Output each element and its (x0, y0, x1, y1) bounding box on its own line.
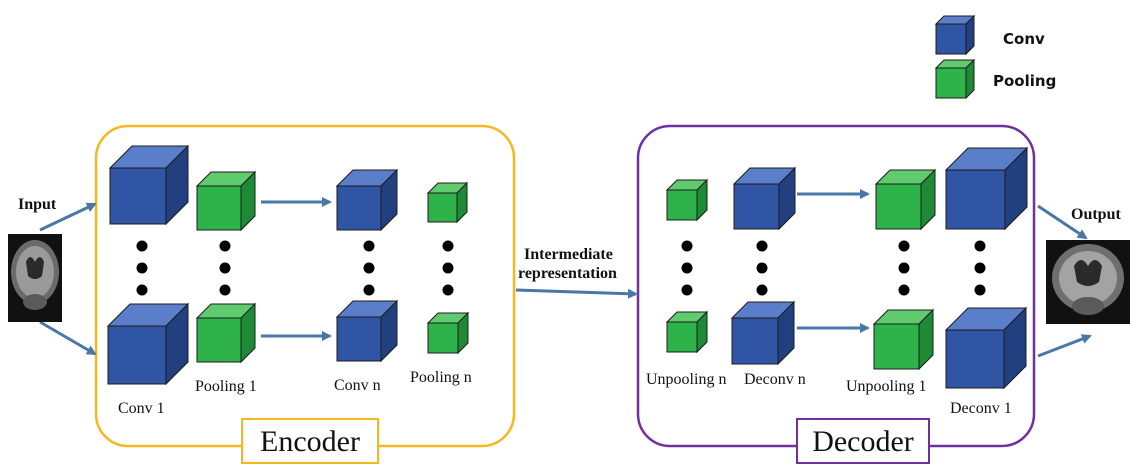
decoder-unpooling-n-bottom (665, 310, 709, 354)
encoder-pooling-n-top (426, 181, 469, 224)
decoder-deconv-n-top (732, 166, 797, 231)
encoder-conv-1-bottom (106, 302, 190, 386)
output-label: Output (1071, 206, 1121, 223)
arrow-decoder-to-output (1037, 204, 1088, 240)
label-unpooling-n: Unpooling n (646, 371, 727, 388)
label-pooling-1: Pooling 1 (195, 378, 257, 395)
ellipsis-dots-pooling-1 (219, 240, 231, 296)
ellipsis-dots-deconv-1 (974, 240, 986, 296)
ellipsis-dots-conv-1 (136, 240, 148, 296)
legend-pooling-label: Pooling (993, 72, 1057, 90)
encoder-pooling-1-bottom (195, 302, 257, 364)
encoder-title: Encoder (241, 418, 379, 464)
cube-layer (106, 14, 1029, 390)
label-conv-1: Conv 1 (118, 400, 165, 417)
decoder-deconv-1-top (944, 146, 1029, 231)
decoder-deconv-n-bottom (730, 300, 796, 366)
arrow-input-to-bottom (39, 320, 97, 356)
decoder-deconv-1-bottom (944, 306, 1028, 390)
decoder-title: Decoder (796, 418, 930, 464)
ellipsis-dots-conv-n (363, 240, 375, 296)
legend-pooling-cube (934, 58, 976, 100)
encoder-conv-1-top (108, 144, 190, 226)
legend-conv-label: Conv (1003, 30, 1045, 48)
input-label: Input (18, 196, 57, 213)
intermediate-label-line1: Intermediate (524, 246, 613, 263)
decoder-unpooling-1-top (874, 168, 937, 231)
arrow-input-to-top (39, 202, 97, 232)
arrow-intermediate (515, 288, 638, 299)
encoder-pooling-n-bottom (426, 311, 470, 355)
label-deconv-1: Deconv 1 (950, 400, 1012, 417)
intermediate-label-line2: representation (518, 265, 617, 282)
label-conv-n: Conv n (334, 377, 381, 394)
encoder-conv-n-bottom (335, 299, 399, 363)
output-mri-image (1046, 240, 1130, 324)
legend-conv-cube (934, 14, 976, 56)
arrow-layer (39, 189, 1092, 358)
ellipsis-dots-deconv-n (756, 240, 768, 296)
encoder-conv-n-top (335, 168, 399, 232)
ellipsis-dots-unpooling-n (681, 240, 693, 296)
dot-layer (136, 240, 986, 296)
input-mri-image (8, 234, 62, 322)
decoder-unpooling-n-top (665, 178, 709, 222)
label-deconv-n: Deconv n (744, 371, 806, 388)
decoder-unpooling-1-bottom (872, 308, 935, 371)
ellipsis-dots-unpooling-1 (898, 240, 910, 296)
ellipsis-dots-pooling-n (442, 240, 454, 296)
arrow-decoder-bottom-to-output (1037, 334, 1092, 358)
label-pooling-n: Pooling n (410, 369, 472, 386)
encoder-pooling-1-top (195, 170, 257, 232)
label-unpooling-1: Unpooling 1 (846, 378, 927, 395)
